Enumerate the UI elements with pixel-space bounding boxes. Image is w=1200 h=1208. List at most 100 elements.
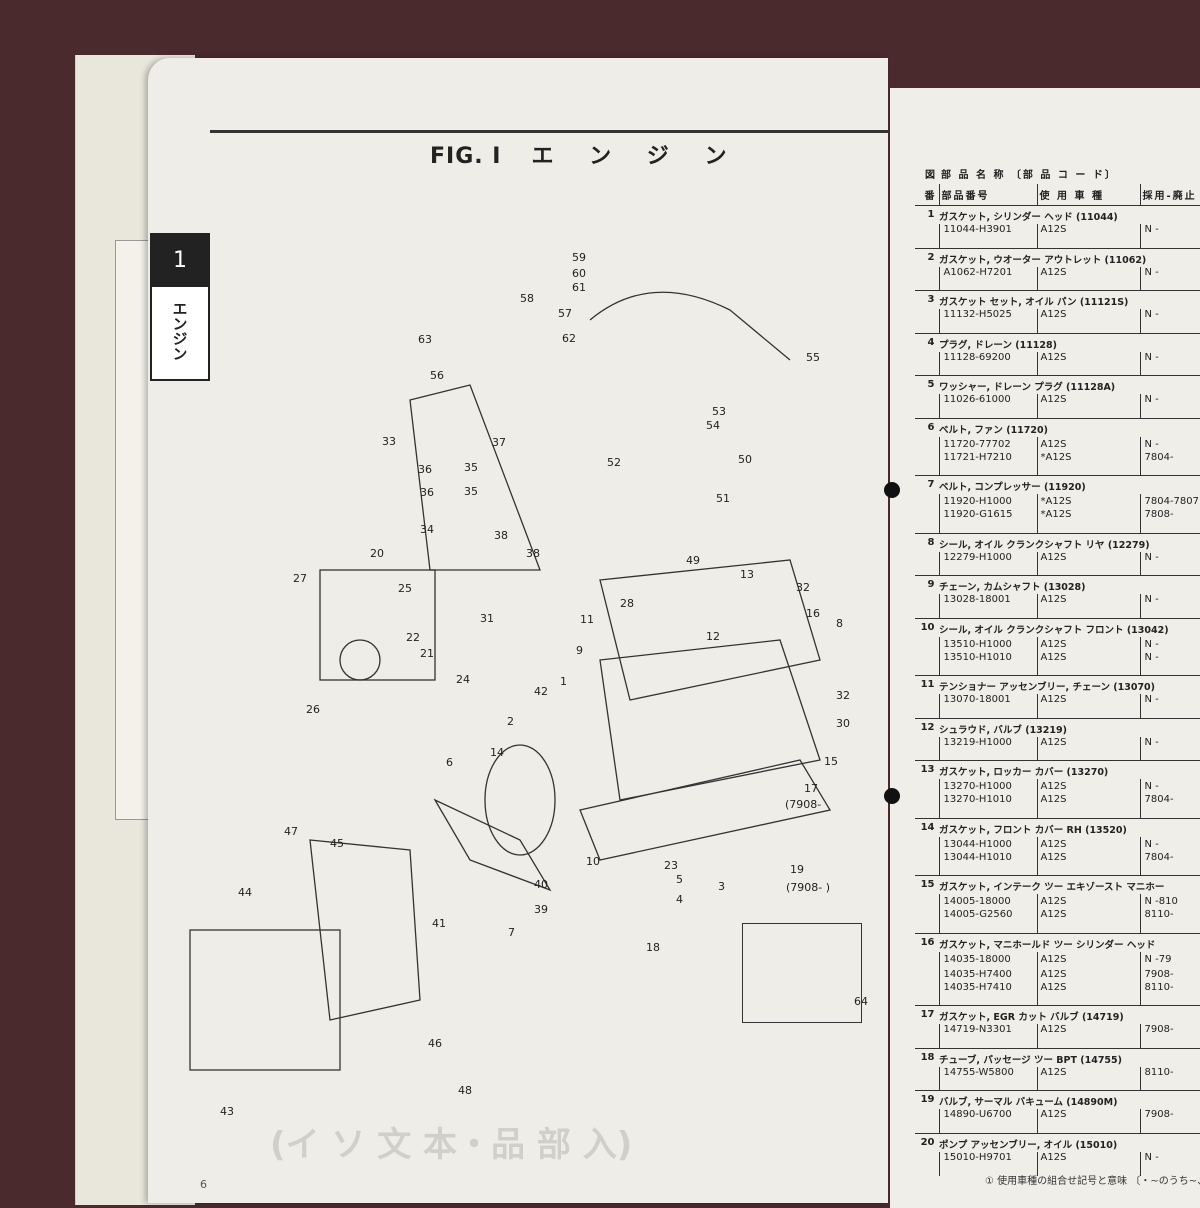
callout-number: 5 bbox=[676, 873, 683, 886]
vehicle: A12S bbox=[1036, 1151, 1140, 1176]
item-number: 3 bbox=[927, 294, 935, 305]
dates: N - bbox=[1139, 1151, 1200, 1176]
callout-number: 44 bbox=[238, 886, 252, 899]
header-vehicle: 使 用 車 種 bbox=[1036, 184, 1140, 206]
binder-hole bbox=[884, 788, 900, 804]
item-name: ガスケット, EGR カット バルブ (14719) bbox=[939, 1012, 1124, 1023]
cylinder-head-gasket bbox=[599, 639, 821, 801]
vehicle: A12S bbox=[1036, 779, 1140, 794]
item-name: ポンプ アッセンブリー, オイル (15010) bbox=[939, 1139, 1118, 1151]
vehicle: A12S bbox=[1036, 981, 1140, 1006]
item-name: ガスケット, ウオーター アウトレット (11062) bbox=[939, 254, 1147, 266]
callout-number: 32 bbox=[836, 689, 850, 702]
dates: 7804-7807 bbox=[1139, 494, 1200, 509]
item-name: シール, オイル クランクシャフト リヤ (12279) bbox=[939, 539, 1150, 551]
item-name: ガスケット セット, オイル パン (11121S) bbox=[939, 297, 1129, 308]
dates: N - bbox=[1139, 266, 1200, 291]
dates: N - bbox=[1139, 351, 1200, 376]
callout-number: 26 bbox=[306, 703, 320, 716]
callout-number: 49 bbox=[686, 554, 700, 567]
dates: N - bbox=[1139, 551, 1200, 576]
dates: N -810 bbox=[1139, 894, 1200, 909]
vehicle: A12S bbox=[1036, 851, 1140, 876]
radiator bbox=[189, 929, 341, 1071]
callout-number: 3 bbox=[718, 880, 725, 893]
part-number: 15010-H9701 bbox=[938, 1151, 1037, 1176]
vehicle: A12S bbox=[1036, 1066, 1140, 1091]
dates: 7908- bbox=[1139, 1109, 1200, 1133]
item-number: 9 bbox=[927, 579, 935, 590]
oil-filter bbox=[339, 639, 381, 681]
dates: N - bbox=[1139, 636, 1200, 652]
oil-pump-box bbox=[319, 569, 436, 681]
binder-hole bbox=[884, 482, 900, 498]
item-number: 10 bbox=[920, 621, 935, 633]
dates: N - bbox=[1139, 594, 1200, 618]
callout-number: 33 bbox=[382, 435, 396, 448]
fan-shroud bbox=[309, 839, 421, 1021]
item-name: チューブ, パッセージ ツー BPT (14755) bbox=[939, 1054, 1122, 1066]
callout-number: 60 bbox=[572, 267, 586, 280]
vehicle: A12S bbox=[1036, 351, 1140, 376]
item-name: ベルト, コンプレッサー (11920) bbox=[939, 482, 1086, 493]
vehicle: A12S bbox=[1036, 266, 1140, 291]
callout-number: 45 bbox=[330, 837, 344, 850]
dates: N - bbox=[1139, 309, 1200, 333]
part-number: 11720-77702 bbox=[938, 436, 1037, 452]
dates: N - bbox=[1139, 836, 1200, 852]
part-number: 11920-H1000 bbox=[938, 494, 1037, 509]
callout-number: 40 bbox=[534, 878, 548, 891]
callout-number: 13 bbox=[740, 568, 754, 581]
vehicle: A12S bbox=[1036, 894, 1140, 909]
part-number: 11920-G1615 bbox=[938, 509, 1037, 533]
part-number: 13028-18001 bbox=[938, 594, 1037, 618]
dates: 7908- bbox=[1139, 1024, 1200, 1048]
callout-number: 28 bbox=[620, 597, 634, 610]
part-number: 11721-H7210 bbox=[938, 451, 1037, 476]
dates: 8110- bbox=[1139, 981, 1200, 1006]
callout-number: 32 bbox=[796, 581, 810, 594]
dates: 7908- bbox=[1139, 966, 1200, 982]
callout-number: 38 bbox=[494, 529, 508, 542]
item-number: 1 bbox=[927, 209, 935, 220]
vehicle: A12S bbox=[1036, 836, 1140, 852]
figure-name: エ ン ジ ン bbox=[531, 144, 741, 169]
callout-number: 43 bbox=[220, 1105, 234, 1118]
part-number: 13510-H1000 bbox=[938, 636, 1037, 652]
part-number: 12279-H1000 bbox=[938, 551, 1037, 576]
callout-number: 31 bbox=[480, 612, 494, 625]
item-name: プラグ, ドレーン (11128) bbox=[939, 339, 1057, 351]
item-name: ガスケット, シリンダー ヘッド (11044) bbox=[939, 212, 1118, 223]
item-number: 17 bbox=[920, 1009, 935, 1020]
callout-number: 39 bbox=[534, 903, 548, 916]
callout-number: 51 bbox=[716, 492, 730, 505]
dates: N - bbox=[1139, 694, 1200, 718]
vehicle: A12S bbox=[1036, 1109, 1140, 1133]
vehicle: A12S bbox=[1036, 1024, 1140, 1048]
part-number: 11128-69200 bbox=[938, 351, 1037, 376]
callout-number: 35 bbox=[464, 461, 478, 474]
item-number: 4 bbox=[927, 336, 935, 348]
callout-number: 16 bbox=[806, 607, 820, 620]
